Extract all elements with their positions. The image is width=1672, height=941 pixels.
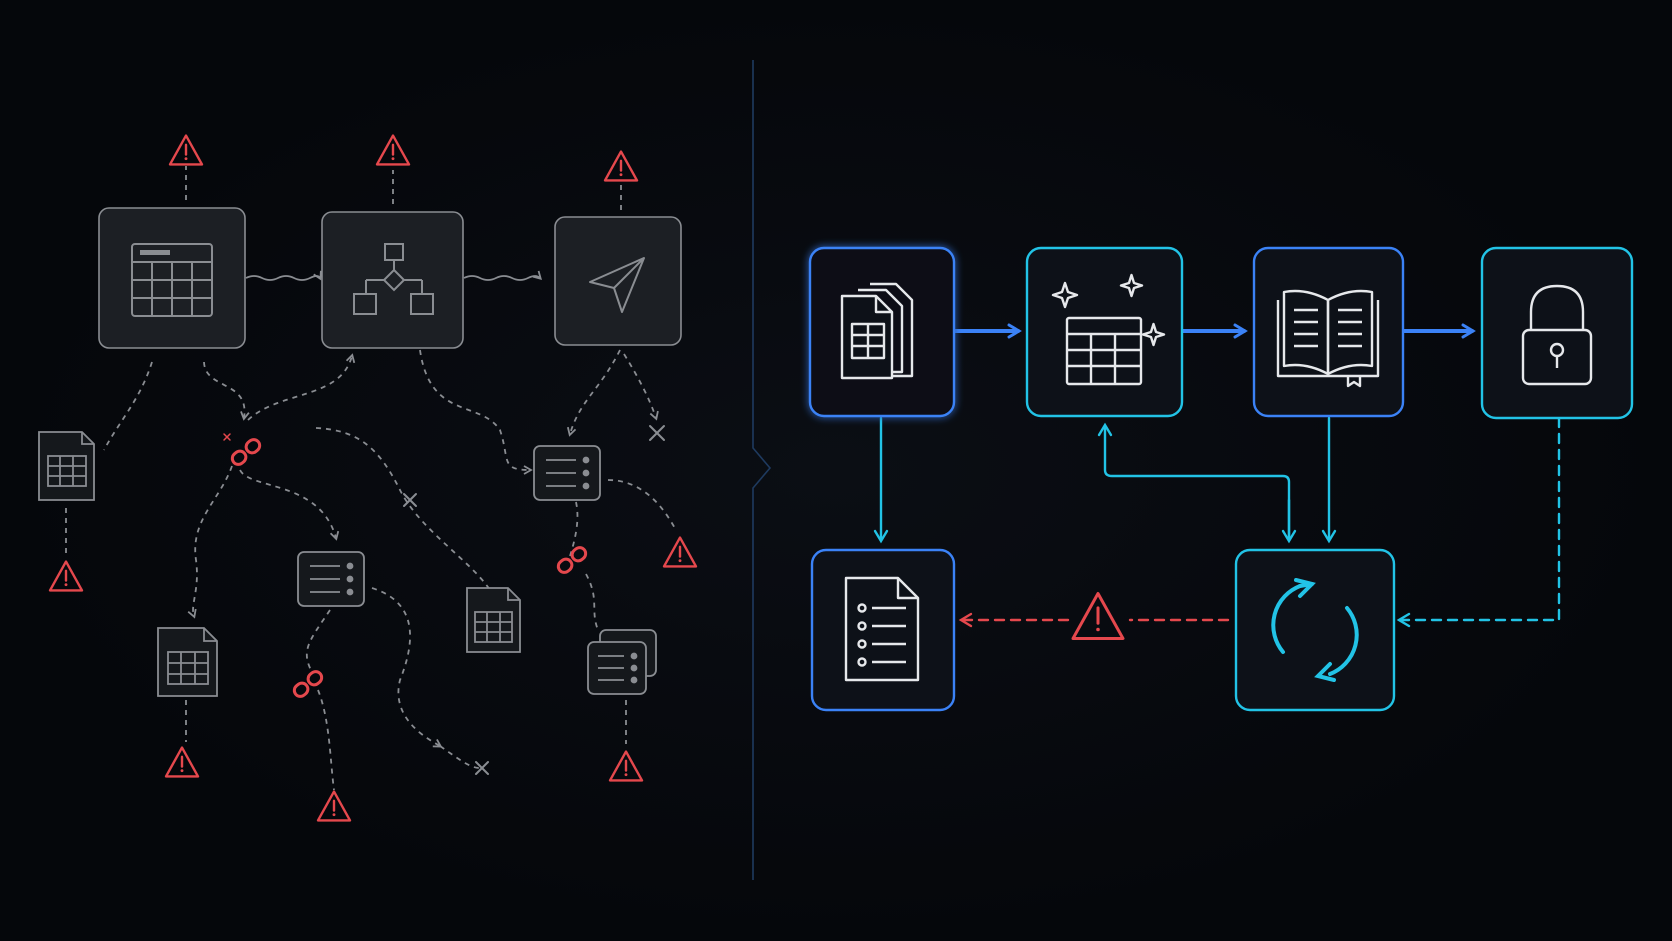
tangle-i — [315, 427, 491, 591]
tangle-l — [305, 609, 331, 673]
warning-triangle-icon — [316, 790, 352, 822]
warning-triangle-icon — [1071, 592, 1125, 640]
tangle-a — [103, 361, 153, 451]
tangle-m — [317, 689, 335, 791]
orphan-list-2 — [297, 551, 365, 607]
tangle-d — [419, 349, 533, 475]
tangle-k — [439, 745, 481, 769]
legacy-link-1 — [245, 270, 322, 281]
secure-lock-node — [1480, 246, 1634, 420]
padlock-icon — [1521, 284, 1593, 386]
spreadsheet-documents-icon — [840, 282, 914, 380]
report-document-node — [810, 548, 956, 712]
orphan-list-1 — [533, 445, 601, 501]
lock-to-sync-dashed — [1396, 416, 1561, 628]
tangle-g — [239, 469, 340, 541]
orphan-sheet-1 — [38, 431, 95, 501]
send-node — [554, 216, 682, 346]
checklist-document-icon — [844, 576, 920, 682]
tangle-h — [187, 465, 233, 619]
orphan-sheet-2 — [157, 627, 218, 697]
tangle-j — [371, 587, 443, 748]
warning-triangle-icon — [603, 150, 639, 182]
legacy-main-nodes — [98, 207, 682, 349]
warning-triangle-icon — [48, 560, 84, 592]
orphan-sheet-3 — [466, 587, 521, 653]
modern-nodes — [808, 246, 1634, 712]
tangle-b — [203, 361, 250, 421]
source-documents-node — [808, 246, 956, 418]
broken-link-icon-2 — [556, 546, 588, 574]
tangle-o — [585, 573, 599, 631]
feedback-arrow — [1097, 422, 1291, 542]
legacy-warning-icons — [48, 134, 698, 822]
center-divider — [752, 60, 772, 880]
tangle-p — [607, 479, 677, 531]
spreadsheet-window-node — [98, 207, 246, 349]
broken-link-icon-1 — [230, 438, 262, 466]
paper-plane-icon — [589, 257, 645, 313]
x-mark-3 — [475, 761, 489, 775]
modern-warning-icons — [1071, 592, 1125, 640]
broken-x-marks — [403, 425, 665, 775]
tangle-f — [623, 353, 659, 421]
broken-link-icons — [223, 433, 588, 698]
table-window-icon — [131, 243, 213, 317]
legacy-connectors — [65, 166, 677, 791]
x-mark-1 — [649, 425, 665, 441]
smart-table-node — [1025, 246, 1184, 418]
modern-connectors — [873, 323, 1561, 628]
warning-triangle-icon — [608, 750, 644, 782]
warning-triangle-icon — [662, 536, 698, 568]
refresh-cycle-icon — [1271, 578, 1359, 682]
tangle-c — [247, 353, 356, 421]
flowchart-node — [321, 211, 464, 349]
legacy-scattered-files — [38, 431, 657, 697]
warning-triangle-icon — [168, 134, 204, 166]
warning-triangle-icon — [164, 746, 200, 778]
legacy-link-2 — [463, 270, 542, 281]
orphan-list-3 — [587, 629, 657, 695]
open-book-icon — [1276, 289, 1380, 388]
sparkle-table-icon — [1051, 273, 1166, 386]
tangle-e — [566, 349, 621, 437]
sync-node — [1234, 548, 1396, 712]
x-mark-2 — [403, 493, 417, 507]
broken-link-icon-3 — [292, 670, 324, 698]
knowledge-book-node — [1252, 246, 1405, 418]
flowchart-icon — [353, 243, 434, 315]
warning-triangle-icon — [375, 134, 411, 166]
